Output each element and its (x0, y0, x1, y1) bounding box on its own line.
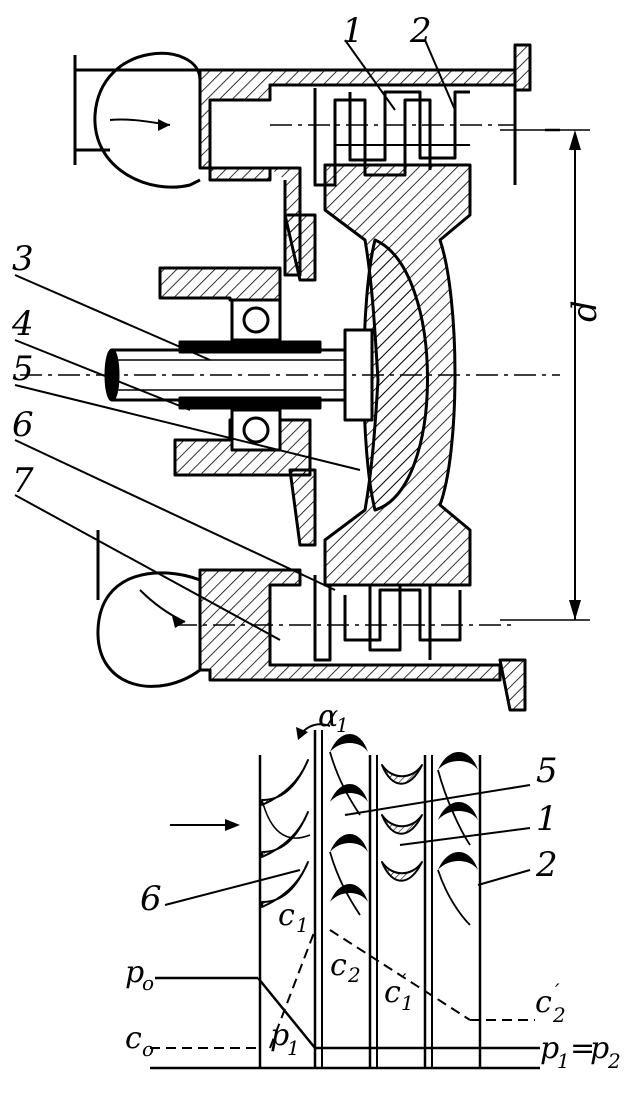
label-p1-eq-sub: 1 (557, 1049, 570, 1073)
leader-4 (14, 339, 191, 411)
label-part-6: 6 (12, 405, 34, 445)
label-diameter: d (565, 300, 605, 322)
label-c1p: c (384, 975, 401, 1010)
leader-2 (424, 39, 456, 111)
lower-flow-arrow (139, 589, 186, 623)
label-b1: 1 (536, 799, 558, 839)
label-p0-sub: o (142, 971, 154, 995)
rotor-hub-lens (362, 238, 429, 512)
label-c1p-prime: ′ (402, 969, 407, 993)
leader-b1 (399, 827, 531, 846)
rotor-blades-2 (438, 752, 478, 870)
label-p2: p (590, 1031, 609, 1066)
leader-3 (14, 274, 211, 361)
label-b2: 2 (535, 845, 558, 885)
lower-blades-rotor (343, 588, 462, 642)
label-c0-sub: o (142, 1037, 154, 1061)
seal-lower (288, 468, 317, 547)
label-c2p-prime: ′ (555, 979, 560, 1003)
lower-blades-stator (313, 575, 432, 662)
seal-upper (283, 213, 317, 282)
leader-b2 (477, 869, 531, 886)
guide-blades (381, 764, 423, 882)
label-part-4: 4 (11, 304, 34, 344)
bearing-housing-top (158, 266, 282, 302)
cascade-diagram (150, 723, 540, 1070)
leader-6 (14, 439, 336, 591)
nozzle-blades (261, 759, 311, 908)
upper-volute (93, 51, 202, 189)
leader-5 (14, 384, 361, 471)
label-c1-sub: 1 (296, 913, 309, 937)
label-p1-eq: p (540, 1031, 559, 1066)
label-part-1: 1 (342, 11, 364, 51)
leader-1 (344, 39, 396, 111)
label-eq-sign: = (570, 1031, 595, 1066)
label-part-3: 3 (12, 239, 34, 279)
label-part-2: 2 (409, 11, 432, 51)
leader-b6 (164, 869, 301, 906)
label-part-7: 7 (12, 461, 34, 501)
turbine-section (14, 39, 590, 712)
label-p1: p (270, 1018, 289, 1053)
label-alpha-sub: 1 (336, 713, 349, 737)
label-c2p-sub: 2 (552, 1003, 566, 1027)
shaft-nut (343, 328, 374, 422)
label-p1-sub: 1 (287, 1036, 300, 1060)
label-p0: p (125, 955, 144, 990)
velocity-rise (269, 929, 316, 1049)
label-c2: c (330, 948, 347, 983)
label-c0: c (125, 1021, 142, 1056)
rotor-blades-1 (330, 734, 368, 902)
lower-volute (96, 571, 201, 688)
label-part-5: 5 (12, 349, 34, 389)
label-c1p-sub: 1 (401, 991, 414, 1015)
top-labels: 1 2 3 4 5 6 7 d (11, 11, 605, 501)
pressure-drop (257, 977, 316, 1049)
label-alpha: α (318, 699, 338, 734)
label-b5: 5 (536, 751, 558, 791)
shaft-sleeve (178, 340, 322, 354)
upper-blades-rotor (348, 90, 470, 162)
label-p2-sub: 2 (607, 1049, 621, 1073)
leader-7 (14, 494, 281, 641)
bottom-labels: α 1 5 1 2 6 c 1 c 2 c 1 ′ c 2 ′ p o c o … (125, 699, 621, 1073)
label-c2p: c (535, 985, 552, 1020)
right-flange-bottom (498, 658, 527, 712)
label-b6: 6 (140, 879, 162, 919)
velocity-c1-drop (329, 929, 471, 1021)
right-flange-top (513, 43, 532, 92)
label-c1: c (278, 898, 295, 933)
leader-b5 (344, 784, 531, 816)
label-c2-sub: 2 (347, 963, 361, 987)
